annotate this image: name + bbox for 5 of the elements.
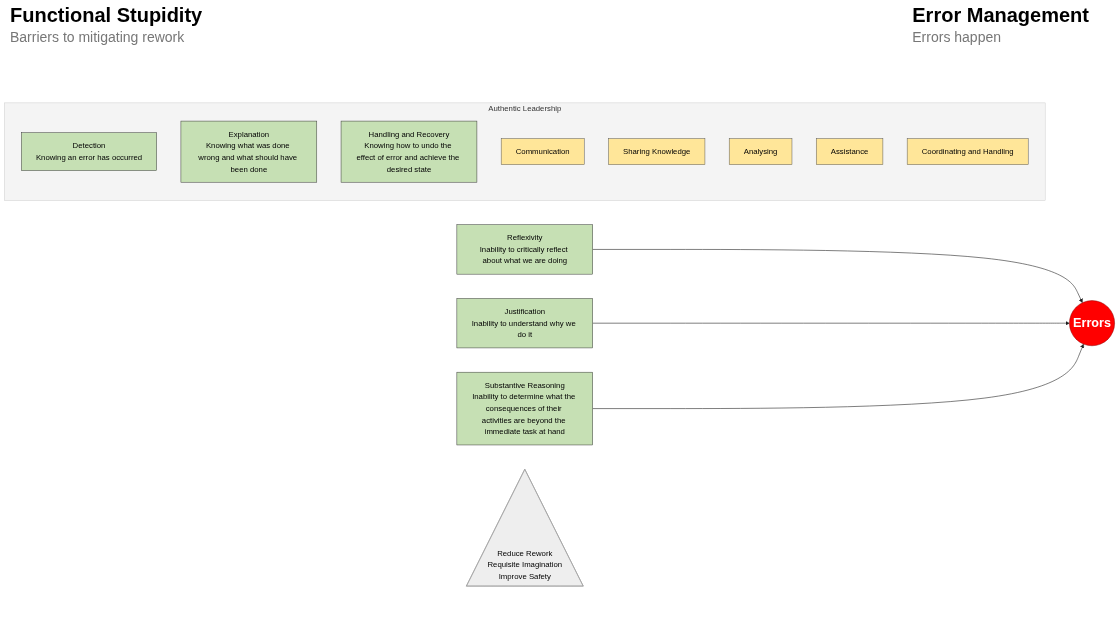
subheading: Errors happen bbox=[912, 29, 1002, 45]
subheading: Barriers to mitigating rework bbox=[10, 29, 186, 45]
section-heading: Functional Stupidity bbox=[10, 4, 203, 27]
section-heading: Error Management bbox=[912, 4, 1089, 27]
node-circle: Errors bbox=[1069, 299, 1115, 346]
